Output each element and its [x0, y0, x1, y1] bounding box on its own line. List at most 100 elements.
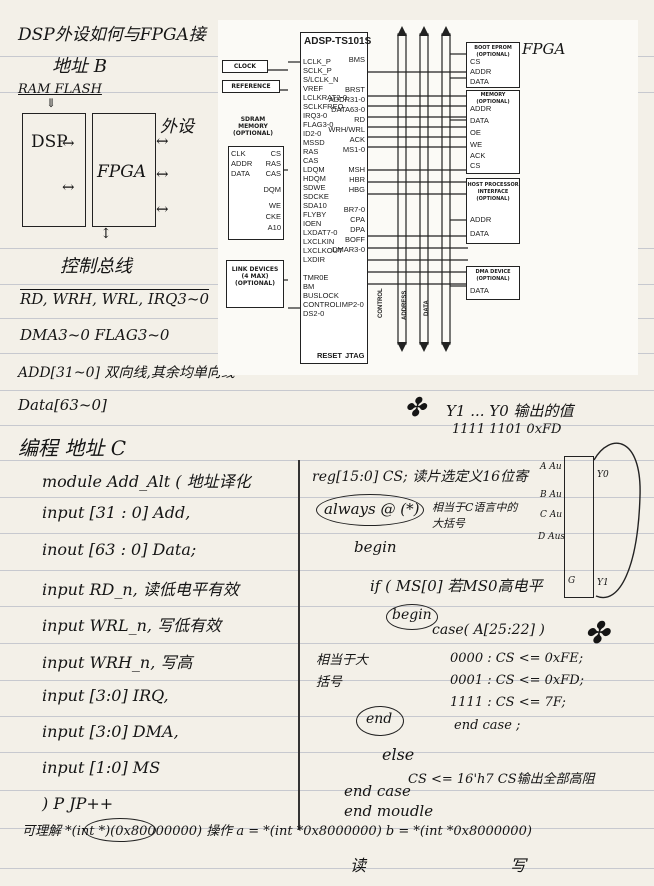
ruled-line: [0, 460, 654, 461]
chip-pin: LCLKRAT2-0: [303, 93, 348, 102]
chip-pin: VREF: [303, 84, 324, 93]
code-line: input [31 : 0] Add,: [42, 503, 191, 522]
code-line: ) P JP++: [42, 794, 114, 813]
sdram-pin: CS: [270, 149, 281, 158]
code-line: 0000 : CS <= 0xFE;: [450, 651, 584, 666]
ruled-line: [0, 570, 654, 571]
ruled-line: [0, 390, 654, 391]
memory-pin: CS: [470, 161, 481, 170]
chip-pin: LCLK_P: [303, 57, 331, 66]
code-line: end moudle: [344, 802, 434, 820]
host-pin: DATA: [470, 229, 489, 238]
memory-title: MEMORY (OPTIONAL): [476, 92, 510, 105]
ruled-line: [0, 643, 654, 644]
chip-pin: [328, 155, 365, 165]
memory-box: MEMORY (OPTIONAL) ADDR DATA OE WE ACK CS: [466, 90, 520, 174]
sdram-pin: DQM: [263, 185, 282, 194]
ruled-line: [0, 680, 654, 681]
decoder-pin: B Au: [540, 490, 562, 500]
chip-pin: BR7-0: [343, 205, 365, 214]
code-line: else: [382, 745, 415, 764]
memory-pin: OE: [470, 128, 481, 137]
bidir-arrow-icon: ↔: [156, 200, 169, 218]
sdram-pin: A10: [267, 223, 281, 232]
sdram-pin: DATA: [231, 169, 250, 178]
boot-pin: ADDR: [470, 67, 492, 76]
clock-label: CLOCK: [233, 63, 257, 70]
chip-pin: LXCLKIN: [303, 237, 335, 246]
chip-pin: MS1-0: [342, 145, 365, 154]
always-circle: [316, 494, 424, 526]
chip-pin: BUSLOCK: [303, 291, 339, 300]
chip-pin: FLAG3-0: [303, 120, 334, 129]
chip-pin: SDA10: [303, 201, 327, 210]
memory-pin: WE: [470, 140, 483, 149]
ruled-line: [0, 497, 654, 498]
data-bus-note: Data[63~0]: [18, 396, 107, 414]
chip-pin: DPA: [350, 225, 365, 234]
code-line: reg[15:0] CS; 读片选定义16位寄: [312, 469, 529, 485]
chip-pin: BM: [303, 282, 315, 291]
code-line: end case: [344, 782, 411, 800]
ruled-line: [0, 828, 654, 829]
chip-pin: CONTROLIMP2-0: [303, 300, 364, 309]
code-line: always @ (*): [324, 500, 420, 518]
chip-pin: WRH/WRL: [328, 125, 365, 134]
chip-pin: CPA: [350, 215, 365, 224]
sdram-box: CLK CS ADDR RAS DATA CAS DQM WE CKE A10: [228, 146, 284, 240]
bus-signals-line: RD, WRH, WRL, IRQ3~0: [20, 290, 210, 308]
chip-pin: MSH: [348, 165, 365, 174]
code-line: if ( MS[0] 若MS0高电平: [370, 577, 543, 595]
code-line: 0001 : CS <= 0xFD;: [450, 673, 585, 688]
chip-right-pins: BMS BRST ADDR31-0 DATA63-0 RD WRH/WRL AC…: [328, 55, 365, 255]
chip-pin: MSSD: [303, 138, 325, 147]
chip-pin: CAS: [303, 156, 319, 165]
address-b-heading: 地址 B: [52, 56, 107, 77]
chip-pin: TMR0E: [303, 273, 329, 282]
code-line: inout [63 : 0] Data;: [42, 540, 197, 559]
chip-pin: DATA63-0: [331, 105, 365, 114]
sdram-pin: RAS: [265, 159, 281, 168]
bus-lines: [238, 26, 468, 352]
chip-pin: LXDIR: [303, 255, 326, 264]
chip-pin: IOEN: [303, 219, 322, 228]
check-mark-icon: ✤: [404, 393, 426, 423]
chip-pin: SCLKFREQ: [303, 102, 344, 111]
code-line: end case ;: [454, 718, 521, 733]
chip-left-pins: LCLK_P SCLK_P S/LCLK_N VREF LCLKRAT2-0 S…: [303, 57, 373, 318]
chip-pin: SCLK_P: [303, 66, 332, 75]
y-output-note: Y1 ... Y0 输出的值: [446, 402, 574, 420]
sdram-pin: ADDR: [231, 159, 253, 168]
fpga-label: FPGA: [97, 162, 147, 182]
bidir-arrow-icon: ↔: [62, 134, 75, 152]
dsp-block: DSP: [22, 113, 86, 227]
chip-pin-reset: RESET: [317, 351, 343, 360]
chip-pin: BMS: [348, 55, 365, 64]
addr-bus-note: ADD[31~0] 双向线,其余均单向线: [18, 365, 235, 381]
cast-circle: [84, 818, 156, 842]
link-devices-title: LINK DEVICES (4 MAX) (OPTIONAL): [231, 266, 279, 287]
boot-eprom-title: BOOT EPROM (OPTIONAL): [474, 45, 512, 58]
control-bus-label: 控制总线: [60, 256, 132, 277]
ruled-line: [0, 606, 654, 607]
code-line: case( A[25:22] ): [432, 622, 545, 638]
chip-pin: LXCLKOUT: [303, 246, 343, 255]
dma-pin: DATA: [470, 286, 489, 295]
code-line: CS <= 16'h7 CS输出全部高阻: [408, 772, 595, 787]
chip-pin: LDQM: [303, 165, 325, 174]
sdram-pin: CAS: [265, 169, 281, 178]
chip-pin: SDWE: [303, 183, 326, 192]
chip-pin: ID2-0: [303, 129, 322, 138]
ruled-line: [0, 716, 654, 717]
code-line: module Add_Alt ( 地址译化: [42, 472, 251, 491]
host-pin: ADDR: [470, 215, 492, 224]
code-line: begin: [392, 607, 432, 623]
adsp-diagram: ADSP-TS101S LCLK_P SCLK_P S/LCLK_N VREF …: [218, 20, 638, 375]
host-interface-box: HOST PROCESSOR INTERFACE (OPTIONAL) ADDR…: [466, 178, 520, 244]
end-circle: [356, 706, 404, 736]
ruled-line: [0, 868, 654, 869]
reference-box: REFERENCE: [222, 80, 280, 93]
host-title: HOST PROCESSOR INTERFACE (OPTIONAL): [467, 182, 519, 202]
dma-title: DMA DEVICE (OPTIONAL): [475, 269, 511, 282]
